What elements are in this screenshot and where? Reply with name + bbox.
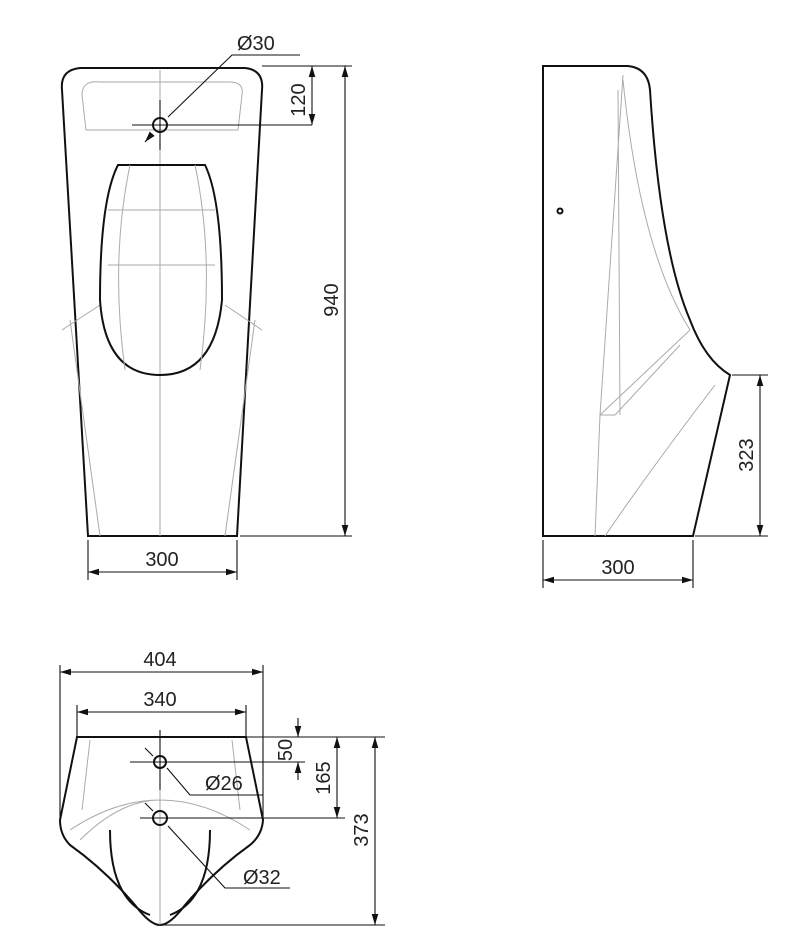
top-hole1-offset-label: 50 xyxy=(275,739,297,761)
top-depth-label: 373 xyxy=(351,813,373,846)
front-view: Ø30 120 940 300 xyxy=(60,33,352,580)
side-outline xyxy=(542,65,732,537)
top-hole1-diameter-label: Ø26 xyxy=(205,773,243,795)
top-view: Ø26 Ø32 404 340 50 165 373 xyxy=(58,649,385,927)
front-base-width-label: 300 xyxy=(145,549,178,571)
top-inner-width-label: 340 xyxy=(143,689,176,711)
front-height-label: 940 xyxy=(321,283,343,316)
side-hole xyxy=(556,207,564,215)
top-overall-width-label: 404 xyxy=(143,649,176,671)
side-inlet-height-label: 323 xyxy=(736,438,758,471)
front-hole-offset-label: 120 xyxy=(288,83,310,116)
top-hole2-diameter-label: Ø32 xyxy=(243,867,281,889)
side-base-depth-label: 300 xyxy=(601,557,634,579)
front-hole-diameter-label: Ø30 xyxy=(237,33,275,55)
front-bowl xyxy=(98,164,224,377)
top-hole2-offset-label: 165 xyxy=(313,761,335,794)
front-outline xyxy=(60,67,264,537)
top-outline xyxy=(58,736,265,927)
side-view: 323 300 xyxy=(542,65,768,588)
